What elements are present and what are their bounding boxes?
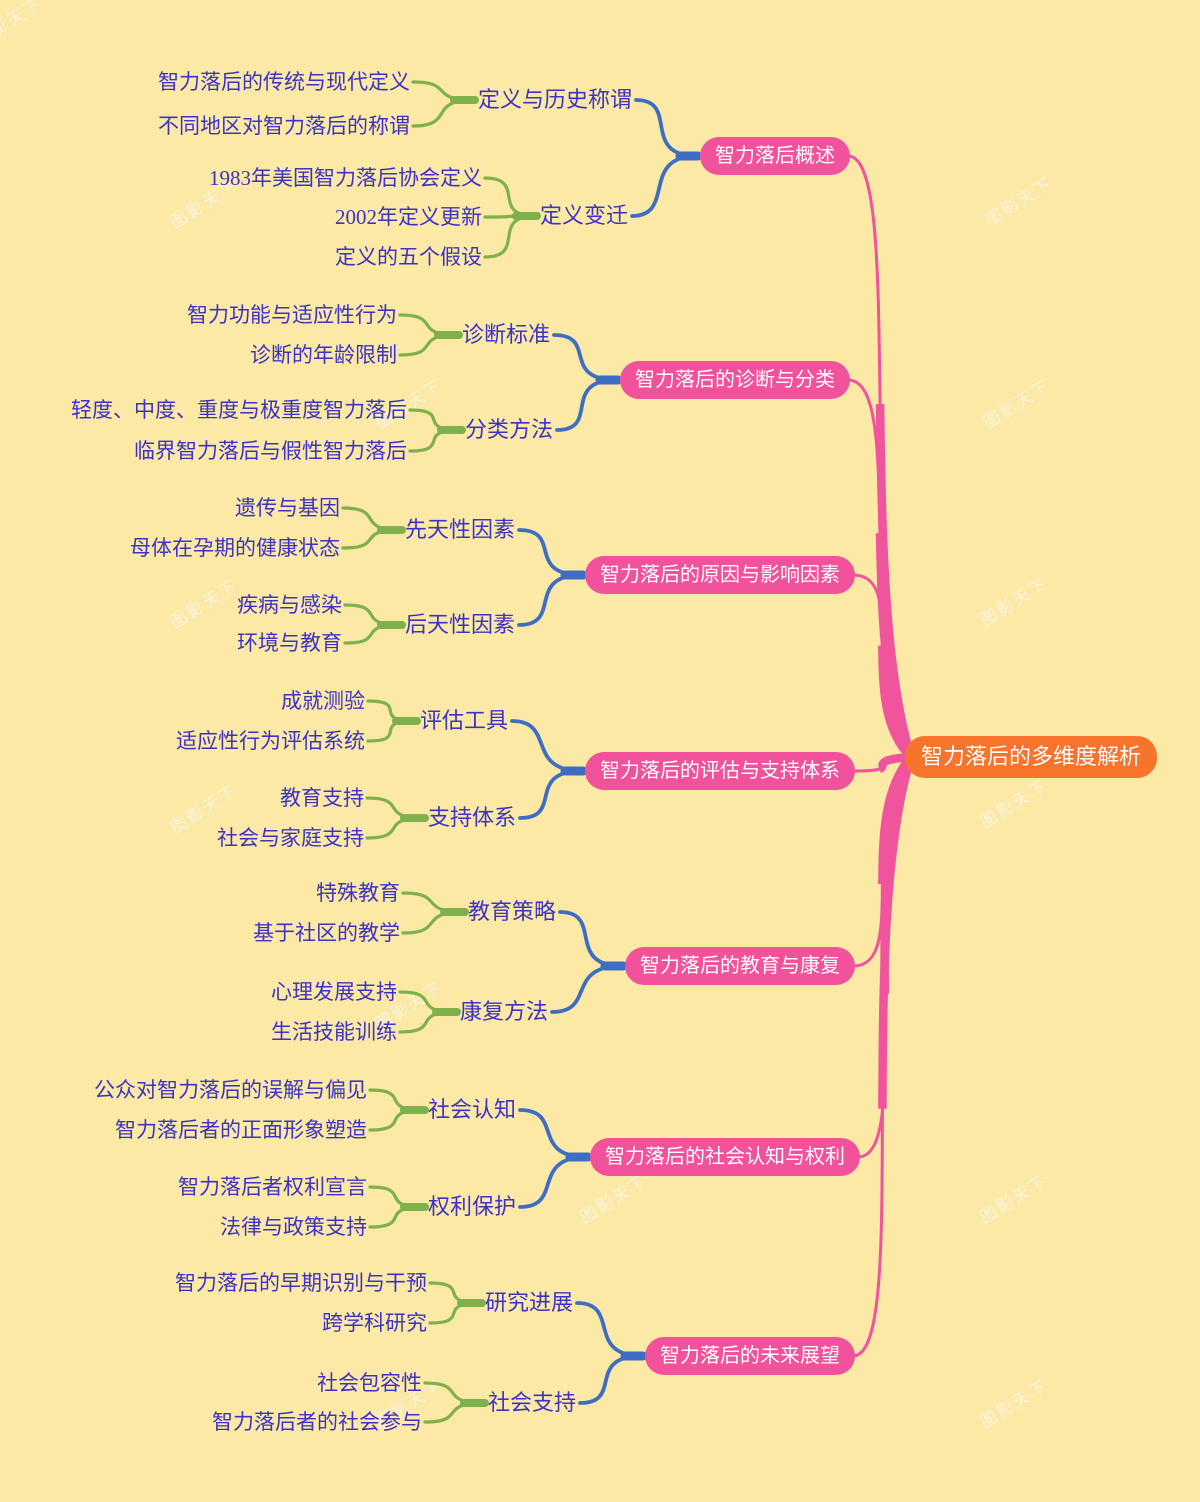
connector-link [518,1155,589,1209]
leaf-topic[interactable]: 诊断的年龄限制 [250,343,397,367]
connector-link [517,528,584,577]
branch-node-rights[interactable]: 智力落后的社会认知与权利 [590,1138,860,1176]
connector-link [555,378,619,432]
sub-topic[interactable]: 后天性因素 [405,612,516,637]
branch-node-assessment[interactable]: 智力落后的评估与支持体系 [585,752,855,790]
connector-link [518,769,584,820]
connector-link [550,964,624,1014]
connector-link [483,176,537,218]
leaf-topic[interactable]: 1983年美国智力落后协会定义 [209,166,482,190]
connector-link [847,375,915,759]
leaf-topic[interactable]: 成就测验 [281,689,365,713]
connector-link [630,154,699,218]
leaf-topic[interactable]: 疾病与感染 [237,593,342,617]
root-node[interactable]: 智力落后的多维度解析 [905,736,1158,778]
connector-link [558,910,624,968]
leaf-topic[interactable]: 生活技能训练 [271,1020,397,1044]
connector-link [483,214,537,259]
leaf-topic[interactable]: 社会与家庭支持 [217,826,364,850]
sub-topic[interactable]: 评估工具 [420,708,509,733]
leaf-topic[interactable]: 心理发展支持 [271,980,397,1004]
leaf-topic[interactable]: 智力落后者的正面形象塑造 [115,1118,367,1142]
leaf-topic[interactable]: 智力落后的早期识别与干预 [175,1271,427,1295]
connector-link [518,1108,589,1159]
sub-topic[interactable]: 先天性因素 [405,517,516,542]
sub-topic[interactable]: 诊断标准 [462,322,551,347]
sub-topic[interactable]: 权利保护 [428,1194,517,1219]
sub-topic[interactable]: 社会认知 [428,1097,517,1122]
leaf-topic[interactable]: 法律与政策支持 [220,1215,367,1239]
leaf-topic[interactable]: 跨学科研究 [322,1311,427,1335]
connector-link [852,752,912,776]
sub-topic[interactable]: 分类方法 [465,417,554,442]
leaf-topic[interactable]: 智力落后者权利宣言 [178,1175,367,1199]
sub-topic[interactable]: 康复方法 [460,999,549,1024]
connector-link [510,719,584,773]
leaf-topic[interactable]: 定义的五个假设 [335,245,482,269]
leaf-topic[interactable]: 公众对智力落后的误解与偏见 [94,1078,367,1102]
leaf-topic[interactable]: 特殊教育 [316,881,400,905]
sub-topic[interactable]: 社会支持 [488,1390,577,1415]
leaf-topic[interactable]: 基于社区的教学 [253,921,400,945]
leaf-topic[interactable]: 适应性行为评估系统 [176,729,365,753]
leaf-topic[interactable]: 不同地区对智力落后的称谓 [158,114,410,138]
sub-topic[interactable]: 定义变迁 [540,203,629,228]
branch-node-diagnosis[interactable]: 智力落后的诊断与分类 [620,361,850,399]
connector-link [552,333,619,382]
connector-link [578,1354,644,1405]
leaf-topic[interactable]: 临界智力落后与假性智力落后 [134,439,407,463]
leaf-topic[interactable]: 母体在孕期的健康状态 [130,536,340,560]
leaf-topic[interactable]: 智力落后的传统与现代定义 [158,70,410,94]
branch-node-causes[interactable]: 智力落后的原因与影响因素 [585,556,855,594]
leaf-topic[interactable]: 社会包容性 [317,1371,422,1395]
connector-link [517,573,584,627]
branch-node-overview[interactable]: 智力落后概述 [700,137,850,175]
leaf-topic[interactable]: 轻度、中度、重度与极重度智力落后 [71,398,407,422]
sub-topic[interactable]: 教育策略 [468,899,557,924]
connector-link [634,98,699,158]
branch-node-future[interactable]: 智力落后的未来展望 [645,1337,855,1375]
connector-link [852,754,915,971]
leaf-topic[interactable]: 遗传与基因 [235,496,340,520]
sub-topic[interactable]: 支持体系 [428,805,517,830]
sub-topic[interactable]: 研究进展 [485,1290,574,1315]
leaf-topic[interactable]: 环境与教育 [237,631,342,655]
connector-link [851,755,916,1361]
leaf-topic[interactable]: 智力落后者的社会参与 [212,1410,422,1434]
leaf-topic[interactable]: 智力功能与适应性行为 [187,303,397,327]
sub-topic[interactable]: 定义与历史称谓 [478,87,633,112]
connector-link [575,1301,644,1358]
leaf-topic[interactable]: 2002年定义更新 [335,205,482,229]
connector-link [852,570,915,761]
connector-link [846,151,916,759]
branch-node-education[interactable]: 智力落后的教育与康复 [625,947,855,985]
leaf-topic[interactable]: 教育支持 [280,786,364,810]
